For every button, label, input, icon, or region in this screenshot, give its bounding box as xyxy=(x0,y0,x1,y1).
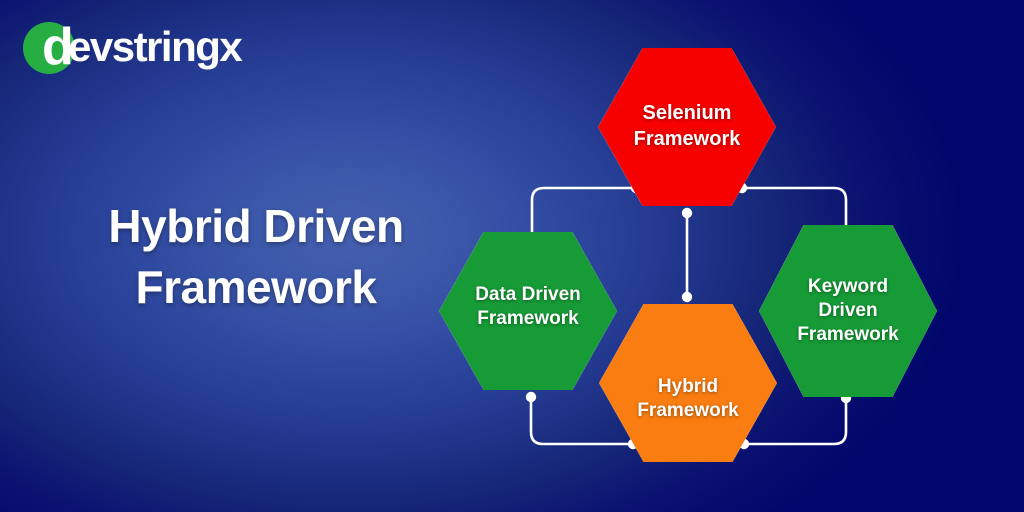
node-keyword-driven-framework[interactable]: Keyword Driven Framework xyxy=(759,225,937,397)
node-label-line-1: Keyword xyxy=(807,275,889,297)
connector-dot xyxy=(681,207,693,219)
node-label-line-2: Driven xyxy=(818,299,878,321)
node-selenium-label: Selenium Framework xyxy=(630,101,745,152)
node-hybrid-fill: Hybrid Framework xyxy=(599,304,777,462)
node-selenium-framework[interactable]: Selenium Framework xyxy=(598,48,776,206)
node-data-driven-framework[interactable]: Data Driven Framework xyxy=(439,232,617,390)
node-label-line-3: Framework xyxy=(797,324,899,346)
node-selenium-fill: Selenium Framework xyxy=(598,48,776,206)
connector-dot xyxy=(681,291,693,303)
connector-data-to-hybrid xyxy=(529,395,635,446)
logo-letter-d: d xyxy=(42,18,74,76)
connector-hybrid-to-keyword xyxy=(742,396,848,446)
connector-selenium-to-keyword xyxy=(740,186,848,290)
node-label-line-2: Framework xyxy=(637,400,739,421)
logo-circle-icon xyxy=(23,22,75,74)
node-label-line-1: Data Driven xyxy=(475,283,581,305)
node-keyword-driven-label: Keyword Driven Framework xyxy=(793,275,902,348)
page-title-line-1: Hybrid Driven xyxy=(108,200,404,252)
page-title-line-2: Framework xyxy=(135,260,377,313)
connector-data-to-selenium xyxy=(530,186,638,294)
node-hybrid-label: Hybrid Framework xyxy=(633,375,742,424)
page-title: Hybrid Driven Framework xyxy=(46,196,466,317)
node-hybrid-framework[interactable]: Hybrid Framework xyxy=(599,304,777,462)
node-label-line-1: Hybrid xyxy=(657,375,719,397)
logo-wordmark: evstringx xyxy=(68,23,243,70)
connector-dot xyxy=(525,391,537,403)
node-keyword-driven-fill: Keyword Driven Framework xyxy=(759,225,937,397)
node-label-line-2: Framework xyxy=(633,128,741,150)
node-data-driven-label: Data Driven Framework xyxy=(471,283,585,332)
node-label-line-1: Selenium xyxy=(642,102,732,125)
node-label-line-2: Framework xyxy=(477,308,579,329)
devstringx-logo[interactable]: d evstringx xyxy=(18,16,268,78)
